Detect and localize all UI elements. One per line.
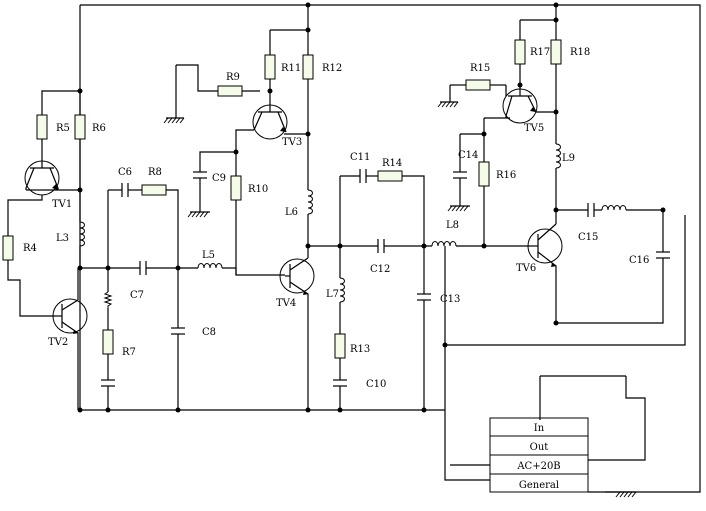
resistor-r15 bbox=[465, 79, 491, 91]
resistor-r10 bbox=[230, 175, 242, 201]
inductor-l3 bbox=[79, 221, 85, 247]
label-r17: R17 bbox=[530, 47, 550, 58]
label-tv1: TV1 bbox=[52, 199, 72, 210]
ground-symbols bbox=[163, 65, 637, 498]
resistors bbox=[2, 39, 562, 359]
resistor-r11 bbox=[264, 54, 276, 80]
capacitor-c11 bbox=[359, 169, 367, 183]
ground-icon bbox=[447, 205, 470, 212]
capacitor-c7 bbox=[139, 261, 147, 275]
capacitor-c16 bbox=[656, 251, 670, 259]
transistor-tv5 bbox=[502, 80, 538, 124]
terminal-power-label: AC+20B bbox=[516, 461, 560, 472]
component-labels: R5 R6 TV1 R4 L3 TV2 C6 R8 C7 R7 C8 L5 R9… bbox=[23, 47, 649, 390]
resistor-r6 bbox=[74, 114, 86, 140]
transistor-tv1 bbox=[24, 158, 60, 196]
capacitor-c9 bbox=[193, 171, 207, 179]
terminal-block: In Out AC+20B General bbox=[489, 417, 589, 493]
terminal-in-label: In bbox=[534, 423, 545, 434]
label-r16: R16 bbox=[496, 170, 516, 181]
label-c16: C16 bbox=[629, 255, 649, 266]
terminal-out-label: Out bbox=[530, 442, 549, 453]
transistors bbox=[24, 80, 563, 334]
label-r5: R5 bbox=[56, 123, 70, 134]
inductor-l6 bbox=[307, 189, 313, 215]
label-c6: C6 bbox=[118, 167, 132, 178]
label-c13: C13 bbox=[440, 294, 460, 305]
capacitor-c12 bbox=[377, 239, 385, 253]
capacitor-r7-bottom bbox=[101, 379, 115, 387]
resistor-r7 bbox=[102, 329, 114, 355]
capacitor-c15 bbox=[587, 203, 595, 217]
label-tv5: TV5 bbox=[524, 123, 544, 134]
label-c9: C9 bbox=[212, 173, 226, 184]
label-r10: R10 bbox=[248, 184, 268, 195]
label-tv3: TV3 bbox=[282, 137, 302, 148]
terminal-general-label: General bbox=[519, 480, 559, 491]
label-r11: R11 bbox=[281, 63, 301, 74]
label-tv6: TV6 bbox=[516, 263, 536, 274]
label-r12: R12 bbox=[322, 63, 342, 74]
resistor-r5 bbox=[36, 114, 48, 140]
inductors bbox=[79, 140, 627, 304]
label-r6: R6 bbox=[92, 123, 106, 134]
label-r9: R9 bbox=[226, 72, 240, 83]
resistor-r17 bbox=[514, 39, 526, 65]
label-tv4: TV4 bbox=[276, 298, 296, 309]
label-c12: C12 bbox=[370, 264, 390, 275]
inductor-l9 bbox=[555, 143, 561, 169]
resistor-r9 bbox=[217, 85, 243, 97]
capacitor-c8 bbox=[171, 327, 185, 335]
ground-icon bbox=[437, 85, 459, 108]
wiring bbox=[7, 4, 701, 493]
capacitor-c14 bbox=[453, 171, 467, 179]
label-c7: C7 bbox=[130, 290, 144, 301]
label-r4: R4 bbox=[23, 243, 37, 254]
resistor-r12 bbox=[302, 54, 314, 80]
label-c11: C11 bbox=[350, 152, 370, 163]
label-r7: R7 bbox=[122, 347, 136, 358]
junction-dots bbox=[77, 2, 666, 413]
inductor-l7 bbox=[339, 277, 345, 303]
resistor-r13 bbox=[334, 333, 346, 359]
label-r18: R18 bbox=[570, 47, 590, 58]
transistor-tv2 bbox=[52, 298, 88, 334]
inductor-c15-coil bbox=[601, 205, 627, 211]
transistor-tv3 bbox=[252, 100, 288, 140]
resistor-r14 bbox=[377, 170, 403, 182]
label-l8: L8 bbox=[446, 220, 459, 231]
label-r15: R15 bbox=[470, 63, 490, 74]
transistor-tv4 bbox=[279, 257, 315, 295]
label-l3: L3 bbox=[56, 233, 69, 244]
ground-icon bbox=[163, 65, 185, 124]
label-r14: R14 bbox=[382, 158, 402, 169]
label-l5: L5 bbox=[202, 250, 215, 261]
capacitors bbox=[101, 169, 670, 387]
resistor-r18 bbox=[550, 39, 562, 65]
label-c15: C15 bbox=[578, 232, 598, 243]
label-c10: C10 bbox=[366, 379, 386, 390]
label-l9: L9 bbox=[562, 153, 575, 164]
resistor-r16 bbox=[478, 161, 490, 187]
resistor-r8 bbox=[141, 184, 167, 196]
label-r13: R13 bbox=[350, 344, 370, 355]
capacitor-c13 bbox=[417, 293, 431, 301]
inductor-r7-top bbox=[103, 291, 113, 308]
resistor-r4 bbox=[2, 235, 14, 261]
transistor-tv6 bbox=[527, 223, 563, 267]
label-tv2: TV2 bbox=[48, 337, 68, 348]
label-c14: C14 bbox=[458, 150, 478, 161]
ground-icon bbox=[615, 491, 637, 498]
label-r8: R8 bbox=[148, 167, 162, 178]
ground-icon bbox=[187, 211, 210, 218]
label-l6: L6 bbox=[285, 207, 298, 218]
label-c8: C8 bbox=[202, 327, 216, 338]
capacitor-c6 bbox=[121, 183, 129, 197]
inductor-l5 bbox=[197, 263, 223, 269]
label-l7: L7 bbox=[326, 289, 339, 300]
capacitor-c10 bbox=[333, 379, 347, 387]
inductor-l8 bbox=[431, 241, 457, 247]
